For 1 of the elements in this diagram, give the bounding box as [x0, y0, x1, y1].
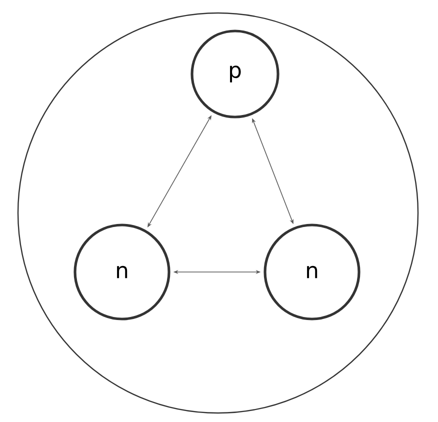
outer-circle — [17, 12, 419, 414]
